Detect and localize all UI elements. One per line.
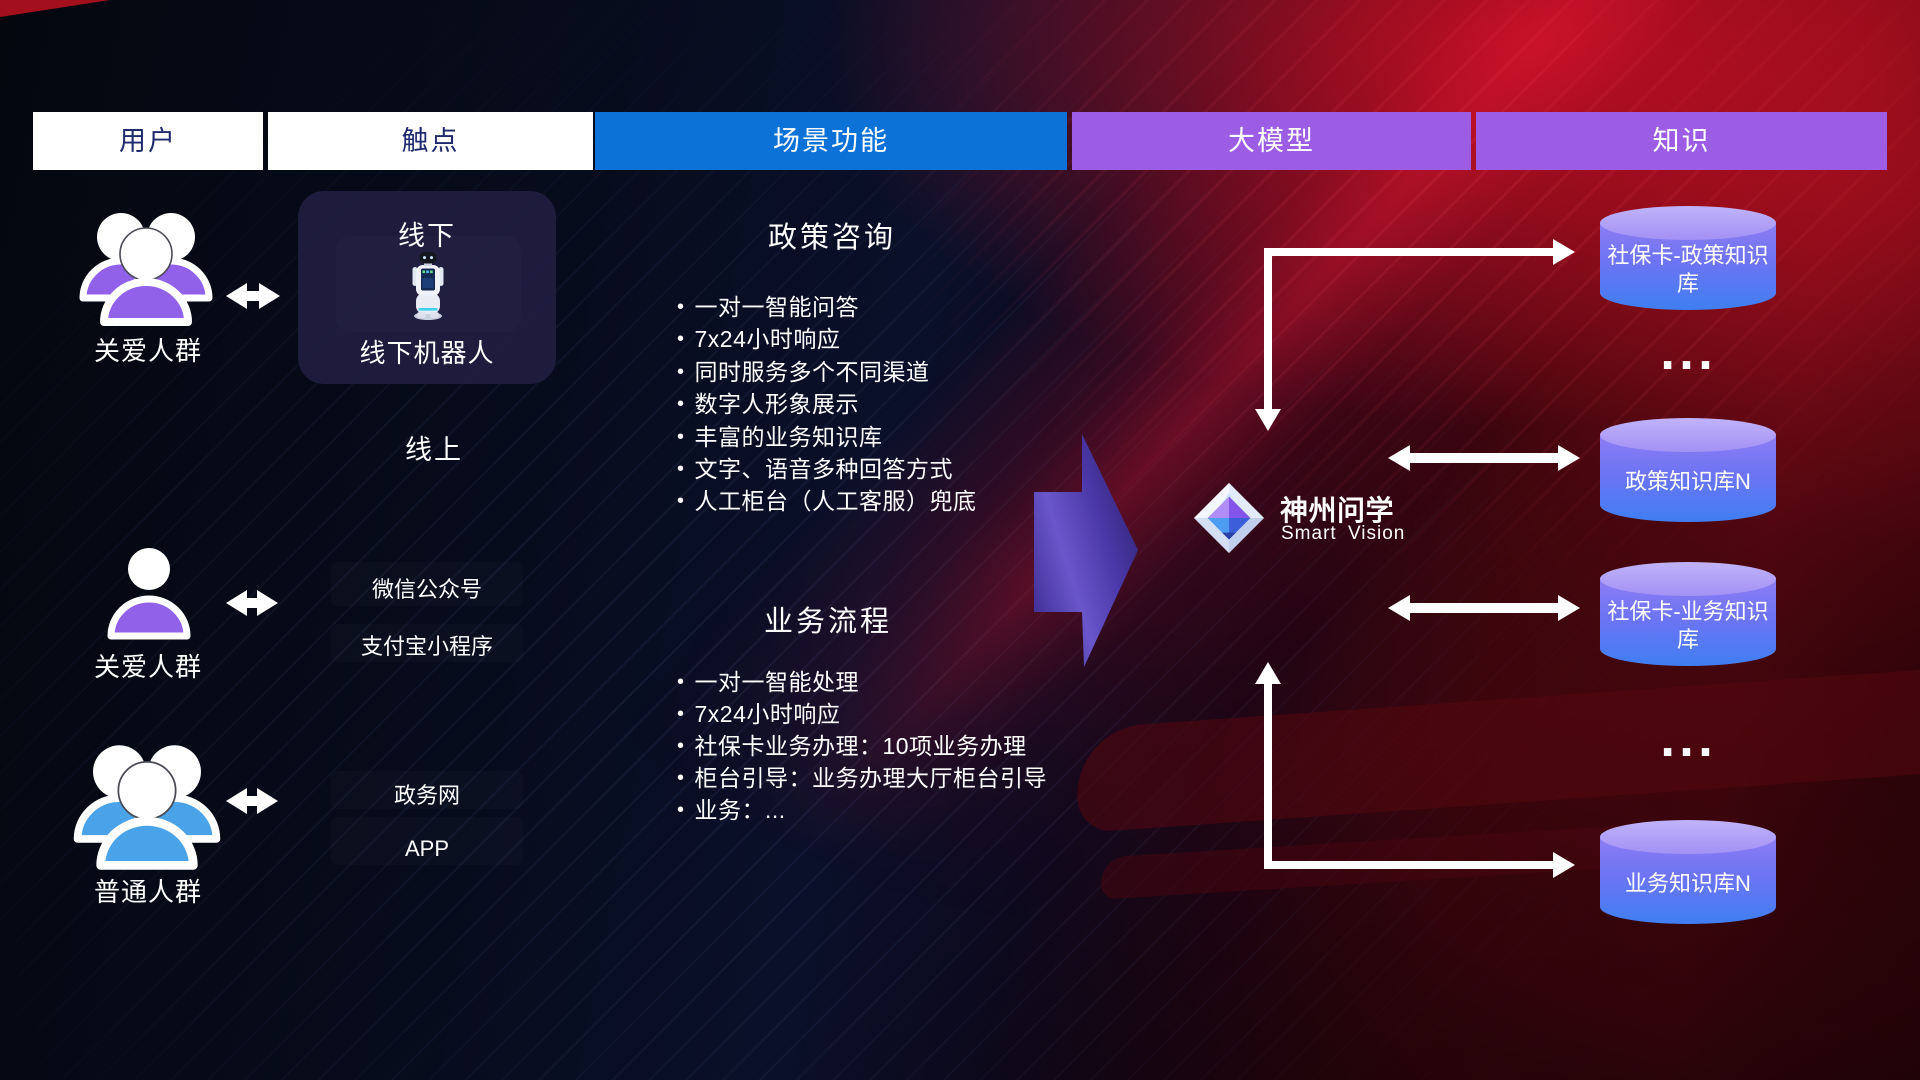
- elbow-arrow-top: [1255, 239, 1575, 431]
- gem-diamond-icon: [1193, 482, 1265, 554]
- bullet-item: 同时服务多个不同渠道: [677, 356, 977, 388]
- double-arrow: [226, 283, 280, 309]
- kb-cylinder-label: 社保卡-业务知识库: [1607, 599, 1769, 652]
- flow-arrow-right: [1034, 434, 1138, 667]
- kb-cylinder-business-n: 业务知识库N: [1600, 820, 1776, 924]
- online-item-app: APP: [404, 836, 450, 861]
- bullet-item: 文字、语音多种回答方式: [677, 453, 977, 485]
- policy-consult-title: 政策咨询: [767, 222, 896, 254]
- online-item-wechat: 微信公众号: [371, 577, 482, 602]
- people-group-icon: [73, 745, 221, 870]
- online-item-govnet: 政务网: [393, 783, 460, 808]
- kb-cylinder-label: 社保卡-政策知识库: [1607, 243, 1769, 296]
- cylinder-top: [1600, 418, 1776, 452]
- column-header-users: 用户: [33, 112, 263, 170]
- elbow-arrow-bottom: [1255, 662, 1575, 878]
- double-arrow-business: [1388, 595, 1580, 621]
- user-general-label: 普通人群: [93, 877, 202, 907]
- kb-cylinder-policy-shebao: 社保卡-政策知识库: [1600, 206, 1776, 310]
- column-header-large-model: 大模型: [1072, 112, 1471, 170]
- column-header-scene-functions: 场景功能: [595, 112, 1067, 170]
- red-swoosh-decoration: [1072, 662, 1920, 834]
- person-icon: [107, 548, 191, 640]
- column-header-touchpoints: 触点: [268, 112, 593, 170]
- bullet-item: 数字人形象展示: [677, 388, 977, 420]
- kb-cylinder-policy-n: 政策知识库N: [1600, 418, 1776, 522]
- double-arrow: [226, 788, 278, 814]
- business-flow-title: 业务流程: [763, 606, 892, 638]
- bullet-item: 柜台引导：业务办理大厅柜台引导: [677, 762, 1047, 794]
- bullet-item: 一对一智能处理: [677, 666, 1047, 698]
- bullet-item: 7x24小时响应: [677, 698, 1047, 730]
- cylinder-top: [1600, 562, 1776, 596]
- business-flow-bullets: 一对一智能处理 7x24小时响应 社保卡业务办理：10项业务办理 柜台引导：业务…: [677, 666, 1047, 826]
- bullet-item: 丰富的业务知识库: [677, 421, 977, 453]
- online-item-alipay: 支付宝小程序: [360, 634, 493, 659]
- offline-robot-label: 线下机器人: [359, 338, 495, 368]
- bullet-item: 业务：...: [677, 794, 1047, 826]
- user-single-label: 关爱人群: [93, 652, 202, 682]
- cylinder-top: [1600, 820, 1776, 854]
- column-header-knowledge: 知识: [1476, 112, 1887, 170]
- logo-name: 神州问学: [1280, 495, 1395, 526]
- bullet-item: 人工柜台（人工客服）兜底: [677, 485, 977, 517]
- policy-consult-bullets: 一对一智能问答 7x24小时响应 同时服务多个不同渠道 数字人形象展示 丰富的业…: [677, 291, 977, 518]
- robot-icon: [412, 252, 444, 320]
- cylinder-top: [1600, 206, 1776, 240]
- bullet-item: 7x24小时响应: [677, 323, 977, 355]
- bullet-item: 社保卡业务办理：10项业务办理: [677, 730, 1047, 762]
- online-title: 线上: [405, 435, 463, 465]
- bullet-item: 一对一智能问答: [677, 291, 977, 323]
- logo-subtitle: Smart Vision: [1281, 523, 1406, 544]
- kb-cylinder-label: 政策知识库N: [1625, 469, 1751, 494]
- ellipsis-top: ...: [1659, 330, 1717, 379]
- user-group-label: 关爱人群: [93, 336, 202, 366]
- double-arrow-policy-n: [1388, 445, 1580, 471]
- kb-cylinder-business-shebao: 社保卡-业务知识库: [1600, 562, 1776, 666]
- offline-title: 线下: [398, 221, 456, 251]
- ellipsis-bottom: ...: [1659, 717, 1717, 766]
- corner-red-decoration: [0, 0, 110, 17]
- kb-cylinder-label: 业务知识库N: [1625, 871, 1751, 896]
- people-group-icon: [79, 213, 213, 326]
- double-arrow: [226, 590, 278, 616]
